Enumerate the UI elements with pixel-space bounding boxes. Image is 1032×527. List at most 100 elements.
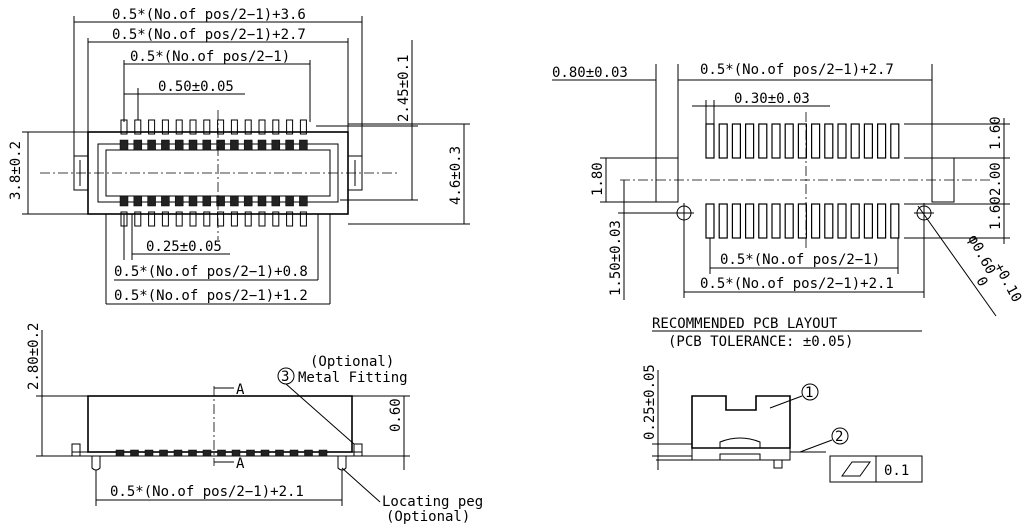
balloon-2: 2 [835, 429, 843, 445]
top-lead [175, 119, 183, 135]
bottom-contact [230, 195, 239, 207]
top-contact [174, 139, 184, 151]
top-lead [189, 119, 197, 135]
pcb-pad [876, 123, 887, 159]
pcb-pad [850, 203, 860, 239]
pcb-pad [705, 203, 715, 239]
dim-row-gap: 2.00 [988, 162, 1004, 196]
pcb-pad [718, 203, 728, 239]
pcb-layout: 0.80±0.03 0.5*(No.of pos/2−1)+2.7 0.30±0… [552, 62, 1024, 350]
bottom-contact [243, 195, 253, 207]
side-view: A A 2.80±0.2 0.60 (Optional) 3 Metal Fit… [26, 323, 483, 525]
pcb-pad [890, 203, 900, 239]
bottom-lead [134, 211, 142, 227]
bottom-lead [189, 211, 197, 227]
side-lead [173, 449, 183, 457]
pcb-pad [731, 203, 742, 239]
top-contact [188, 139, 198, 151]
top-view: 0.5*(No.of pos/2−1)+3.6 0.5*(No.of pos/2… [8, 7, 470, 305]
top-lead [217, 119, 225, 135]
dim-total-height: 2.80±0.2 [26, 323, 42, 390]
note-optional-fitting: (Optional) [310, 354, 394, 370]
side-lead [231, 449, 241, 457]
dim-pcb-pitch-span: 0.5*(No.of pos/2−1) [720, 252, 880, 268]
note-metal-fitting: Metal Fitting [298, 370, 408, 386]
dim-overall-length: 0.5*(No.of pos/2−1)+3.6 [112, 7, 306, 23]
top-contact [147, 139, 156, 151]
bottom-lead [299, 211, 307, 227]
top-contact [161, 139, 170, 151]
section-view: 0.25±0.05 1 2 0.1 [642, 364, 923, 483]
top-contact [285, 139, 294, 151]
bottom-pin-row [119, 195, 308, 227]
top-lead [299, 119, 307, 135]
pcb-pad-row-top [705, 123, 900, 159]
dim-fitting-pad-height: 1.80 [590, 162, 606, 196]
pcb-pad [771, 123, 781, 159]
bottom-contact [174, 195, 184, 207]
top-contact [257, 139, 267, 151]
top-lead [286, 119, 294, 135]
bottom-contact [216, 195, 225, 207]
pcb-pad [837, 123, 847, 159]
dim-fitting-pad-width: 0.80±0.03 [552, 65, 628, 81]
side-lead [246, 449, 255, 457]
dim-lead-height: 2.45±0.1 [396, 55, 412, 122]
dim-pad-width: 0.30±0.03 [734, 91, 810, 107]
bottom-lead [230, 211, 238, 227]
top-contact [216, 139, 225, 151]
bottom-lead [203, 211, 211, 227]
dim-body-width: 3.8±0.2 [8, 141, 24, 200]
top-contact [119, 139, 129, 151]
side-lead [304, 449, 313, 457]
pcb-pad [824, 203, 834, 239]
dim-row-height-bottom: 1.60 [988, 196, 1004, 230]
flatness-symbol [841, 461, 871, 477]
note-locating-peg: Locating peg [382, 494, 483, 510]
side-lead-row [115, 449, 328, 457]
dim-peg-span: 0.5*(No.of pos/2−1)+2.1 [110, 484, 304, 500]
bottom-lead [286, 211, 294, 227]
pcb-pad [850, 123, 860, 159]
top-contact [243, 139, 253, 151]
bottom-contact [133, 195, 143, 207]
bottom-contact [271, 195, 281, 207]
top-lead [148, 119, 156, 135]
side-lead [130, 449, 139, 457]
section-label-top: A [236, 382, 245, 398]
top-lead [230, 119, 238, 135]
pcb-pad [824, 123, 834, 159]
side-lead [188, 449, 197, 457]
side-lead [115, 449, 125, 457]
top-lead [244, 119, 252, 135]
dim-pitch: 0.50±0.05 [158, 79, 234, 95]
top-contact [230, 139, 239, 151]
side-lead [144, 449, 154, 457]
bottom-contact [161, 195, 170, 207]
pcb-pad [744, 123, 755, 159]
pcb-pad [863, 203, 874, 239]
bottom-contact [188, 195, 198, 207]
side-lead [260, 449, 270, 457]
side-lead [202, 449, 212, 457]
balloon-3: 3 [281, 369, 289, 385]
pcb-pad [784, 123, 794, 159]
section-label-bottom: A [236, 456, 245, 472]
bottom-lead [161, 211, 169, 227]
top-contact [202, 139, 212, 151]
top-contact [133, 139, 143, 151]
bottom-lead [244, 211, 252, 227]
dim-hole-offset: 1.50±0.03 [608, 220, 624, 296]
flatness-tolerance: 0.1 [884, 463, 909, 479]
bottom-contact [257, 195, 267, 207]
pcb-pad [731, 123, 742, 159]
pcb-pad [784, 203, 794, 239]
side-lead [217, 449, 226, 457]
pcb-pad [837, 203, 847, 239]
dim-pitch-span: 0.5*(No.of pos/2−1) [130, 49, 290, 65]
bottom-contact [119, 195, 129, 207]
pcb-pad [718, 123, 728, 159]
pcb-pad [890, 123, 900, 159]
pcb-pad [876, 203, 887, 239]
